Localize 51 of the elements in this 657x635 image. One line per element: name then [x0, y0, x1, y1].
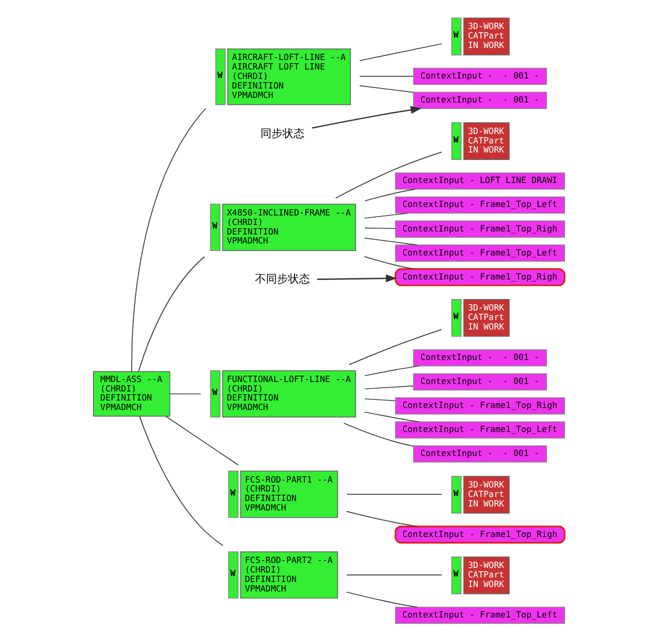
node-box: ContextInput - Frame1_Top_Left [394, 421, 564, 438]
connector [138, 416, 223, 546]
node-text: 同步状态 [260, 126, 304, 140]
connector [363, 256, 414, 270]
node-box: ContextInput - Frame1_Top_Righ [394, 526, 565, 544]
node-text: 不同步状态 [254, 272, 310, 286]
node-box: ContextInput - Frame1_Top_Left [394, 244, 564, 262]
node-box: ContextInput - - 001 - [412, 445, 546, 463]
node-box: ContextInput - Frame1_Top_Righ [394, 220, 564, 238]
connector [358, 76, 414, 77]
connector [130, 108, 206, 372]
node-label: W [216, 71, 222, 82]
connector [364, 366, 419, 376]
connector [358, 43, 442, 62]
node-label: W [452, 30, 458, 41]
node-box: ContextInput - Frame1_Top_Left [394, 196, 564, 214]
connector [348, 329, 442, 366]
node-label: W [452, 135, 458, 146]
node-label: W [452, 570, 458, 580]
connector [358, 85, 414, 93]
connector [165, 416, 238, 466]
node-label: W [230, 488, 235, 499]
connector [364, 188, 415, 202]
node-box: ContextInput - - 001 - [412, 373, 546, 390]
connector [342, 422, 414, 447]
connector [169, 393, 201, 394]
connector [364, 385, 414, 390]
node-box: ContextInput - Frame1_Top_Righ [394, 268, 565, 286]
connector [364, 238, 417, 246]
node-box: ContextInput - Frame1_Top_Righ [394, 397, 564, 414]
connector [346, 574, 442, 576]
node-label: W [452, 489, 458, 499]
node-box: ContextInput - - 001 - [412, 68, 546, 85]
node-box: MMDL-ASS --A (CHRDI) DEFINITION VPMADMCH [92, 371, 170, 417]
connector [364, 398, 396, 402]
connector [138, 256, 204, 372]
node-box: ContextInput - Frame1_Top_Left [394, 606, 564, 624]
node-label: W [212, 388, 217, 398]
node-box: ContextInput - - 001 - [412, 349, 546, 366]
arrow [316, 274, 397, 282]
node-label: W [212, 222, 217, 232]
node-label: W [452, 312, 458, 322]
connector [346, 592, 418, 608]
node-box: ContextInput - - 001 - [412, 92, 546, 109]
connector [364, 228, 396, 229]
connector [346, 511, 418, 527]
node-label: W [230, 569, 235, 580]
arrow [311, 106, 422, 129]
connector [364, 212, 408, 219]
connector [346, 494, 442, 495]
node-box: ContextInput - LOFT LINE DRAWI [394, 172, 564, 190]
